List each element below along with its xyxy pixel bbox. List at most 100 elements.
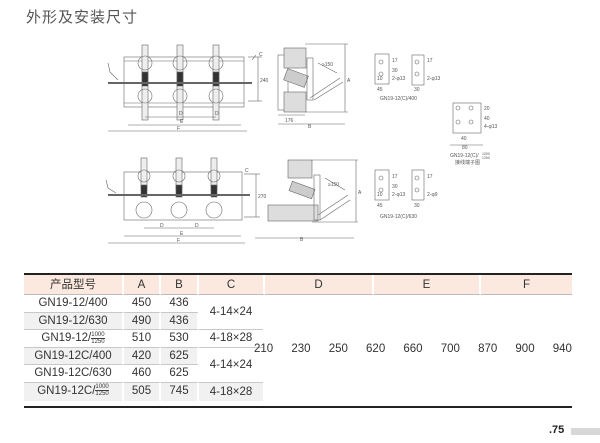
terminal-drawing-1000 bbox=[450, 102, 483, 146]
cell-f: 940 bbox=[552, 343, 572, 355]
front-view-top bbox=[107, 44, 262, 132]
table-row: GN19-12/630 490 436 bbox=[24, 312, 199, 331]
term1000-hole: 4-φ13 bbox=[484, 124, 497, 130]
header-d: D bbox=[265, 275, 374, 295]
dim-e-label: E bbox=[180, 119, 184, 125]
side-view-top bbox=[277, 43, 348, 125]
term1000-caption-sup-top: 1000 bbox=[482, 152, 490, 156]
term630-dim-30: 30 bbox=[392, 184, 398, 190]
cell-b: 436 bbox=[161, 295, 199, 313]
cell-c: 4-14×24 bbox=[199, 348, 263, 383]
dim-b-label: B bbox=[308, 124, 312, 130]
header-e: E bbox=[374, 275, 481, 295]
term630-caption: GN19-12(C)/630 bbox=[380, 214, 417, 220]
dim-a-label: A bbox=[358, 190, 362, 196]
term400-caption: GN19-12(C)/400 bbox=[380, 96, 417, 102]
dim-240-label: 240 bbox=[260, 78, 269, 84]
cell-e: 620 bbox=[366, 343, 386, 355]
term1000-dim-40b: 40 bbox=[461, 136, 467, 142]
fraction-top: 1000 bbox=[91, 331, 105, 339]
header-b: B bbox=[161, 275, 199, 295]
cell-c: 4-18×28 bbox=[199, 330, 263, 348]
header-a: A bbox=[124, 275, 161, 295]
cell-a: 420 bbox=[124, 347, 161, 366]
dim-d-label: D bbox=[160, 223, 164, 229]
cell-a: 510 bbox=[124, 330, 161, 348]
dim-150-label: ≥150 bbox=[322, 62, 333, 68]
dim-d-label: D bbox=[215, 111, 219, 117]
term1000-caption-sup-bottom: 1250 bbox=[482, 156, 490, 160]
table-row: GN19-12C/630 460 625 bbox=[24, 365, 199, 383]
header-c: C bbox=[199, 275, 265, 295]
cell-e: 660 bbox=[403, 343, 423, 355]
term630-dim-10: 10 bbox=[377, 192, 383, 198]
term1000-dim-80: 80 bbox=[462, 145, 468, 151]
term630-dim-45: 45 bbox=[377, 203, 383, 209]
cell-c: 4-18×28 bbox=[199, 383, 263, 401]
dim-d-label: D bbox=[179, 111, 183, 117]
dim-150-label: ≥150 bbox=[328, 182, 339, 188]
cell-f: 870 bbox=[478, 343, 498, 355]
cell-b: 436 bbox=[161, 312, 199, 331]
model-text: GN19-12/ bbox=[41, 332, 92, 345]
page-tab-bar bbox=[571, 428, 600, 435]
term400-dim-30: 30 bbox=[392, 68, 398, 74]
dim-f-label: F bbox=[177, 238, 180, 244]
cell-a: 505 bbox=[124, 383, 161, 401]
cell-d: 210 bbox=[254, 343, 274, 355]
cell-d: 250 bbox=[328, 343, 348, 355]
page-number: .75 bbox=[549, 424, 565, 436]
term400-dim-45: 45 bbox=[377, 87, 383, 93]
page-title: 外形及安装尺寸 bbox=[26, 8, 139, 26]
dim-b-label: B bbox=[300, 237, 304, 243]
cell-model: GN19-12C/400 bbox=[24, 347, 124, 366]
term630-dim-30b: 30 bbox=[414, 203, 420, 209]
side-view-bottom bbox=[255, 159, 358, 239]
cell-a: 460 bbox=[124, 365, 161, 383]
cell-model: GN19-12/630 bbox=[24, 312, 124, 331]
term630-hole2: 2-φ9 bbox=[427, 192, 438, 198]
cell-e: 700 bbox=[440, 343, 460, 355]
cell-a: 490 bbox=[124, 312, 161, 331]
term400-dim-30b: 30 bbox=[414, 87, 420, 93]
cell-b: 625 bbox=[161, 347, 199, 366]
cell-model: GN19-12/400 bbox=[24, 295, 124, 313]
fraction-bottom: 1250 bbox=[91, 338, 105, 345]
term1000-dim-20: 20 bbox=[484, 106, 490, 112]
table-row: GN19-12/400 450 436 bbox=[24, 295, 199, 313]
cell-b: 745 bbox=[161, 383, 199, 401]
term400-hole2: 2-φ13 bbox=[427, 76, 440, 82]
term1000-dim-40a: 40 bbox=[484, 116, 490, 122]
cell-b: 625 bbox=[161, 365, 199, 383]
term630-dim-17b: 17 bbox=[427, 174, 433, 180]
header-f: F bbox=[481, 275, 572, 295]
cell-d: 230 bbox=[291, 343, 311, 355]
term630-hole: 2-φ13 bbox=[392, 192, 405, 198]
cell-model: GN19-12C/630 bbox=[24, 365, 124, 383]
fraction-bottom: 1250 bbox=[95, 391, 109, 398]
header-model: 产品型号 bbox=[24, 275, 124, 295]
def-values: 210 230 250 620 660 700 870 900 940 bbox=[254, 343, 572, 355]
model-text: GN19-12C/ bbox=[37, 385, 96, 397]
table-row: GN19-12C/400 420 625 bbox=[24, 347, 199, 366]
term400-dim-10: 10 bbox=[377, 76, 383, 82]
term1000-subcaption: 接线端子图 bbox=[455, 159, 480, 166]
cell-c: 4-14×24 bbox=[199, 295, 263, 331]
table-header: 产品型号 A B C D E F bbox=[24, 275, 572, 295]
term400-dim-17b: 17 bbox=[427, 58, 433, 64]
front-view-bottom bbox=[105, 157, 260, 244]
terminal-drawing-400 bbox=[374, 53, 425, 86]
dim-176-label: 176 bbox=[285, 118, 294, 124]
cell-a: 450 bbox=[124, 295, 161, 313]
term400-hole: 2-φ13 bbox=[392, 76, 405, 82]
dimension-drawings: D D E F C 240 A 176 B ≥150 D D E F C 270… bbox=[105, 43, 497, 244]
dim-d-label: D bbox=[195, 223, 199, 229]
dim-270-label: 270 bbox=[258, 194, 267, 200]
dim-f-label: F bbox=[177, 126, 180, 132]
cell-b: 530 bbox=[161, 330, 199, 348]
